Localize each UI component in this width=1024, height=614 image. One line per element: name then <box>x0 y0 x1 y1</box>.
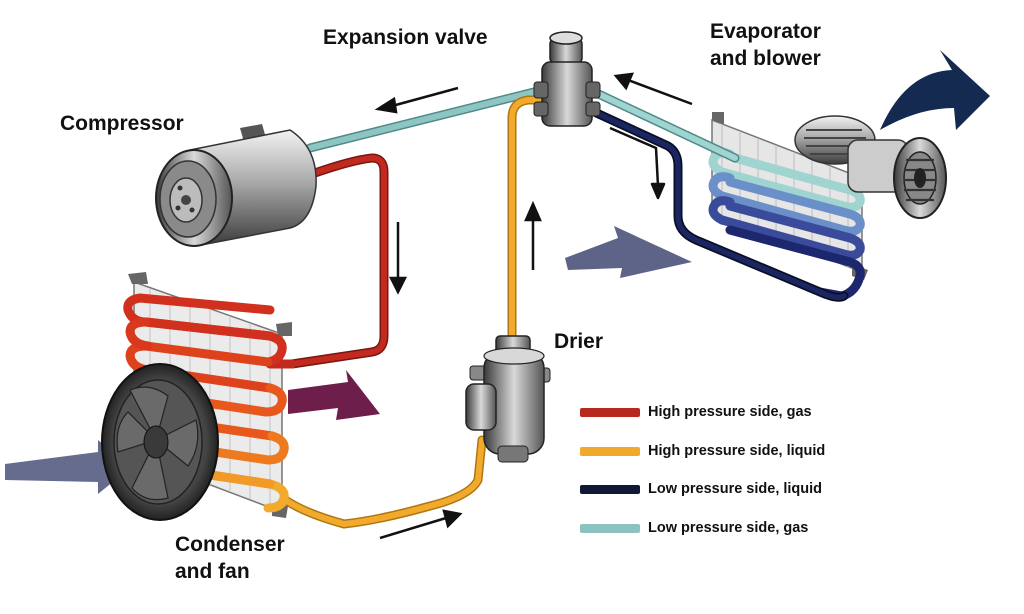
evaporator-label: Evaporator and blower <box>710 18 821 72</box>
airflow-arrow-icon <box>565 226 692 278</box>
fan-icon <box>101 363 219 521</box>
expansion-valve-label: Expansion valve <box>323 26 488 49</box>
drier-icon <box>465 335 551 463</box>
airflow-arrow-icon <box>880 50 990 130</box>
evaporator-label-line2: and blower <box>710 47 821 70</box>
drier-label: Drier <box>554 330 604 353</box>
low-pressure-gas-pipe <box>305 85 740 163</box>
flow-arrow-icon <box>613 72 693 106</box>
legend-swatch-high-liquid <box>580 446 640 456</box>
flow-arrow-icon <box>524 200 542 270</box>
flow-arrow-icon <box>609 126 666 200</box>
blower-icon <box>794 115 947 219</box>
flow-arrow-icon <box>379 509 463 540</box>
airflow-arrow-icon <box>288 370 380 420</box>
legend-label: Low pressure side, gas <box>648 519 809 536</box>
expansion-valve-icon <box>533 31 601 127</box>
compressor-label: Compressor <box>60 112 184 135</box>
legend-item: Low pressure side, liquid <box>580 481 900 520</box>
condenser-label: Condenser and fan <box>175 531 285 585</box>
airflow-arrow-icon <box>5 440 130 494</box>
condenser-label-line1: Condenser <box>175 533 285 556</box>
condenser-label-line2: and fan <box>175 560 250 583</box>
legend-swatch-low-liquid <box>580 485 640 494</box>
high-pressure-liquid-pipe <box>275 95 547 529</box>
compressor-icon <box>155 124 317 247</box>
legend-label: Low pressure side, liquid <box>648 481 823 497</box>
legend-item: High pressure side, gas <box>580 404 900 443</box>
legend-swatch-low-gas <box>580 523 640 533</box>
legend-label: High pressure side, gas <box>648 404 812 420</box>
legend-label: High pressure side, liquid <box>648 442 826 459</box>
low-pressure-liquid-pipe <box>585 105 849 302</box>
flow-arrow-icon <box>388 222 408 295</box>
legend-item: High pressure side, liquid <box>580 443 900 482</box>
high-pressure-gas-pipe <box>287 153 389 369</box>
flow-arrow-icon <box>374 86 459 114</box>
legend: High pressure side, gas High pressure si… <box>580 404 900 558</box>
legend-item: Low pressure side, gas <box>580 520 900 559</box>
legend-swatch-high-gas <box>580 408 640 417</box>
evaporator-label-line1: Evaporator <box>710 20 821 43</box>
